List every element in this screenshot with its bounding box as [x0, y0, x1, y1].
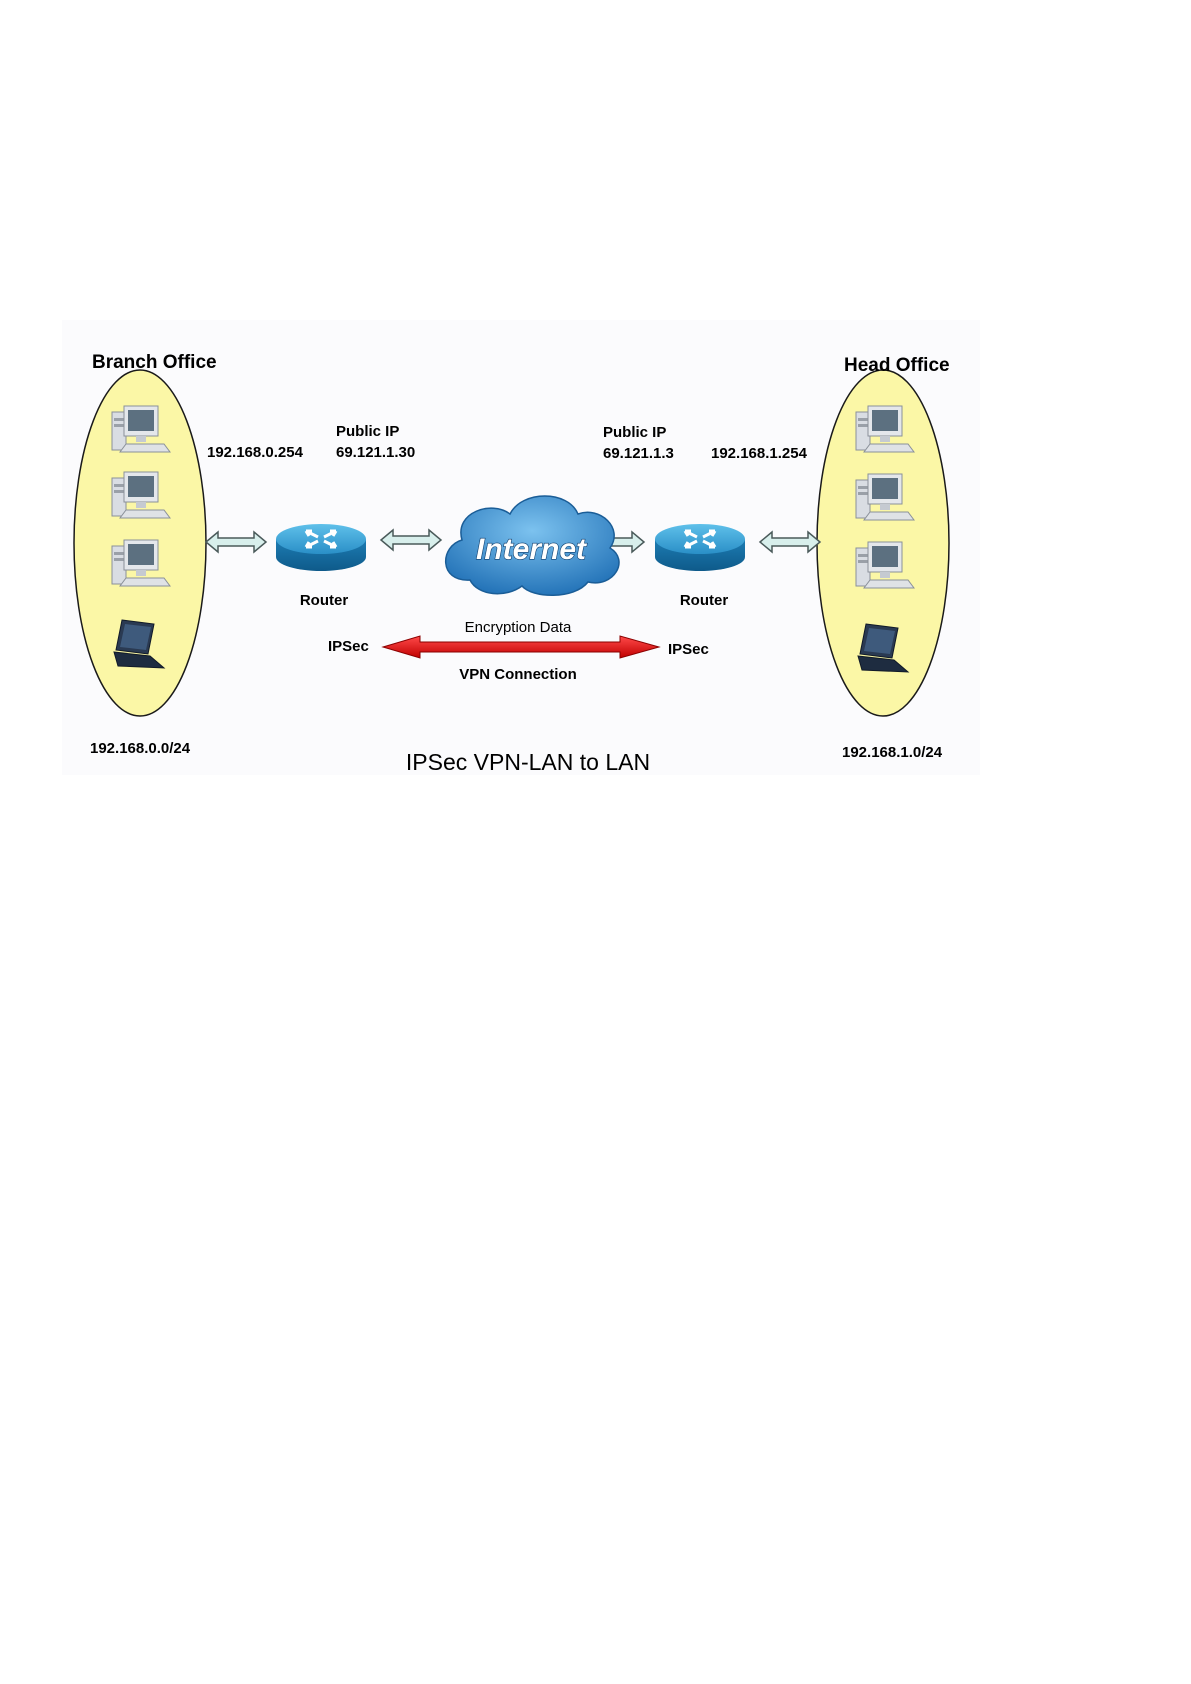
head-ipsec-label: IPSec: [668, 641, 709, 658]
head-router-icon: [655, 524, 745, 571]
branch-gateway-ip: 192.168.0.254: [207, 444, 304, 461]
branch-public-ip-label: Public IP: [336, 423, 399, 440]
branch-public-ip: 69.121.1.30: [336, 444, 415, 461]
branch-router-icon: [276, 524, 366, 571]
head-public-ip: 69.121.1.3: [603, 445, 674, 462]
branch-office-title: Branch Office: [92, 352, 217, 373]
internet-label: Internet: [476, 533, 588, 566]
head-public-ip-label: Public IP: [603, 424, 666, 441]
head-subnet: 192.168.1.0/24: [842, 744, 943, 761]
head-gateway-ip: 192.168.1.254: [711, 445, 808, 462]
branch-ipsec-label: IPSec: [328, 638, 369, 655]
branch-subnet: 192.168.0.0/24: [90, 740, 191, 757]
head-office-title: Head Office: [844, 355, 950, 376]
encryption-data-label: Encryption Data: [465, 619, 572, 636]
branch-router-label: Router: [300, 592, 348, 609]
head-router-label: Router: [680, 592, 728, 609]
diagram-caption: IPSec VPN-LAN to LAN: [406, 749, 650, 775]
vpn-connection-label: VPN Connection: [459, 666, 577, 683]
